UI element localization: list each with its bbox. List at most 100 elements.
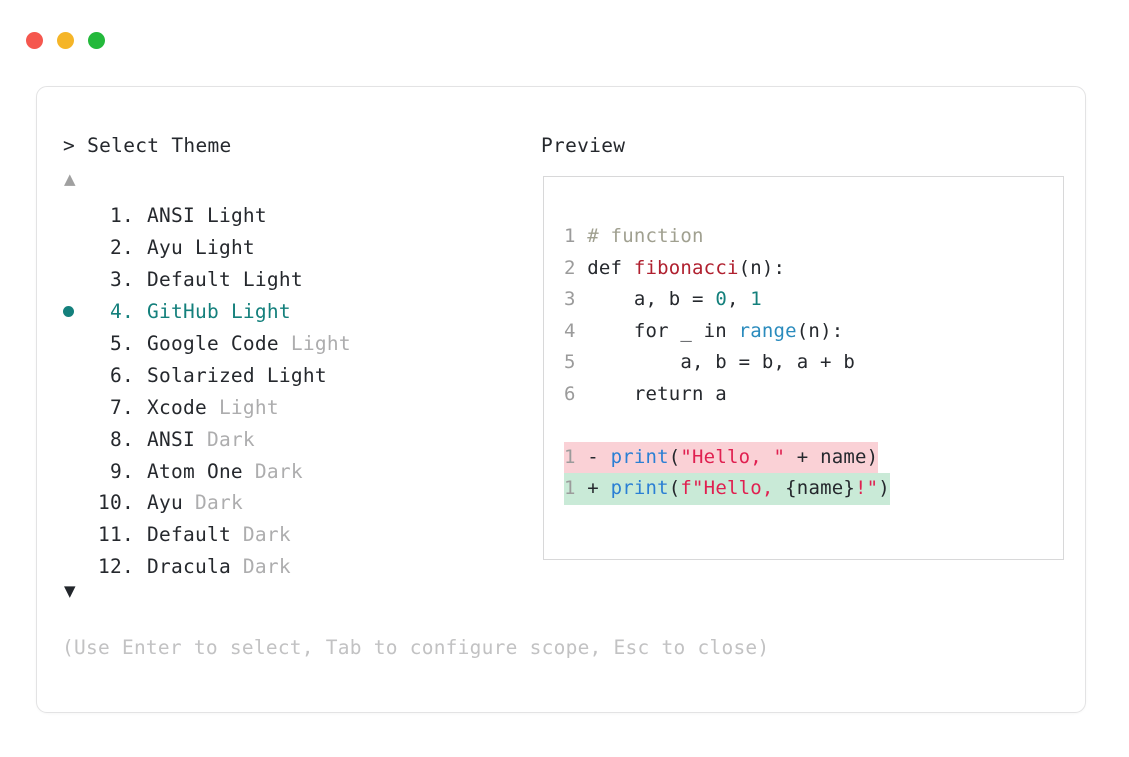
theme-index: 6. [110, 363, 134, 387]
theme-name: Atom One [147, 459, 243, 483]
theme-index: 8. [110, 427, 134, 451]
theme-index: 12. [98, 555, 134, 579]
theme-index: 4. [110, 300, 134, 324]
theme-list-item[interactable]: 9. Atom One Dark [63, 455, 523, 487]
theme-index: 10. [98, 491, 134, 515]
code-token: range [738, 319, 797, 342]
theme-index: 3. [110, 268, 134, 292]
theme-variant: Light [230, 268, 303, 292]
code-token: , [726, 288, 751, 310]
theme-index: 9. [110, 459, 134, 483]
selection-indicator [63, 306, 94, 318]
theme-variant: Light [278, 332, 351, 355]
code-token: !" [855, 477, 879, 499]
code-line: 2 def fibonacci(n): [564, 253, 890, 285]
theme-list-item[interactable]: 10. Ayu Dark [63, 487, 523, 519]
code-line: 4 for _ in range(n): [564, 316, 890, 348]
theme-list-item[interactable]: 7. Xcode Light [63, 391, 523, 423]
theme-index: 2. [110, 236, 134, 260]
window-titlebar [0, 0, 1129, 80]
theme-list-item[interactable]: 6. Solarized Light [63, 359, 523, 391]
code-line: 3 a, b = 0, 1 [564, 284, 890, 316]
code-token: def [587, 256, 634, 279]
line-number: 3 [564, 288, 588, 310]
scroll-up-arrow-icon[interactable]: ▲ [64, 170, 76, 188]
theme-variant: Dark [242, 459, 303, 483]
code-token: fibonacci [633, 256, 739, 279]
maximize-window-dot[interactable] [88, 31, 105, 49]
code-token: ( [668, 477, 681, 499]
diff-marker: - [587, 445, 611, 468]
line-number: 4 [564, 319, 588, 342]
theme-name: GitHub [147, 300, 219, 324]
code-token: (n): [738, 256, 786, 279]
code-token: ) [878, 477, 890, 499]
code-token: a, b = b, a + b [587, 351, 855, 373]
code-token: print [610, 477, 669, 499]
code-token: f"Hello, [680, 477, 786, 499]
code-token: "Hello, " [680, 445, 786, 468]
theme-name: ANSI [147, 427, 195, 451]
window-controls [26, 31, 105, 49]
code-line: 1 # function [564, 221, 890, 253]
line-number: 1 [564, 225, 588, 247]
theme-variant: Light [194, 204, 267, 228]
theme-name: ANSI [147, 204, 195, 228]
theme-list-item[interactable]: 3. Default Light [63, 264, 523, 296]
page-title-text: Select Theme [87, 134, 232, 157]
theme-name: Default [147, 523, 231, 547]
selected-bullet-icon [63, 306, 74, 318]
theme-list-item[interactable]: 2. Ayu Light [63, 232, 523, 264]
theme-name: Xcode [147, 395, 207, 419]
code-token: 0 [715, 288, 727, 310]
line-number: 2 [564, 256, 588, 279]
code-spacer [564, 410, 890, 442]
theme-list-item[interactable]: 12.Dracula Dark [63, 551, 523, 583]
page-title: > Select Theme [63, 134, 232, 157]
theme-name: Ayu [147, 236, 183, 260]
line-number: 1 [564, 477, 588, 499]
diff-added-line: 1 + print(f"Hello, {name}!") [564, 473, 890, 505]
theme-name: Google Code [147, 332, 279, 355]
theme-name: Solarized [147, 363, 255, 387]
theme-variant: Light [182, 236, 255, 260]
theme-variant: Dark [182, 491, 243, 515]
code-token: {name} [785, 477, 856, 499]
theme-name: Default [147, 268, 231, 292]
code-token: print [610, 445, 669, 468]
theme-variant: Light [206, 395, 279, 419]
theme-index: 7. [110, 395, 134, 419]
theme-name: Ayu [147, 491, 183, 515]
theme-variant: Dark [230, 555, 291, 579]
code-token: a, b = [587, 288, 716, 310]
theme-list-item[interactable]: 1. ANSI Light [63, 200, 523, 232]
theme-list-item[interactable]: 4. GitHub Light [63, 296, 523, 328]
close-window-dot[interactable] [26, 31, 43, 49]
code-line: 5 a, b = b, a + b [564, 347, 890, 379]
theme-variant: Light [254, 363, 327, 387]
scroll-down-arrow-icon[interactable]: ▼ [64, 582, 76, 600]
preview-header: Preview [541, 134, 626, 157]
code-token: ( [668, 445, 681, 468]
code-token: # function [587, 225, 704, 247]
theme-list-item[interactable]: 11.Default Dark [63, 519, 523, 551]
diff-marker: + [587, 477, 611, 499]
line-number: 5 [564, 351, 588, 373]
code-token: (n): [796, 319, 844, 342]
theme-index: 1. [110, 204, 134, 228]
theme-variant: Light [218, 300, 291, 324]
theme-list-item[interactable]: 5. Google Code Light [63, 328, 523, 360]
theme-variant: Dark [194, 427, 255, 451]
prompt-marker: > [63, 134, 76, 157]
theme-variant: Dark [230, 523, 291, 547]
line-number: 6 [564, 382, 588, 405]
code-token: return a [587, 382, 727, 405]
theme-index: 5. [110, 332, 134, 355]
minimize-window-dot[interactable] [57, 31, 74, 49]
code-token: for _ in [587, 319, 739, 342]
theme-list-item[interactable]: 8. ANSI Dark [63, 423, 523, 455]
